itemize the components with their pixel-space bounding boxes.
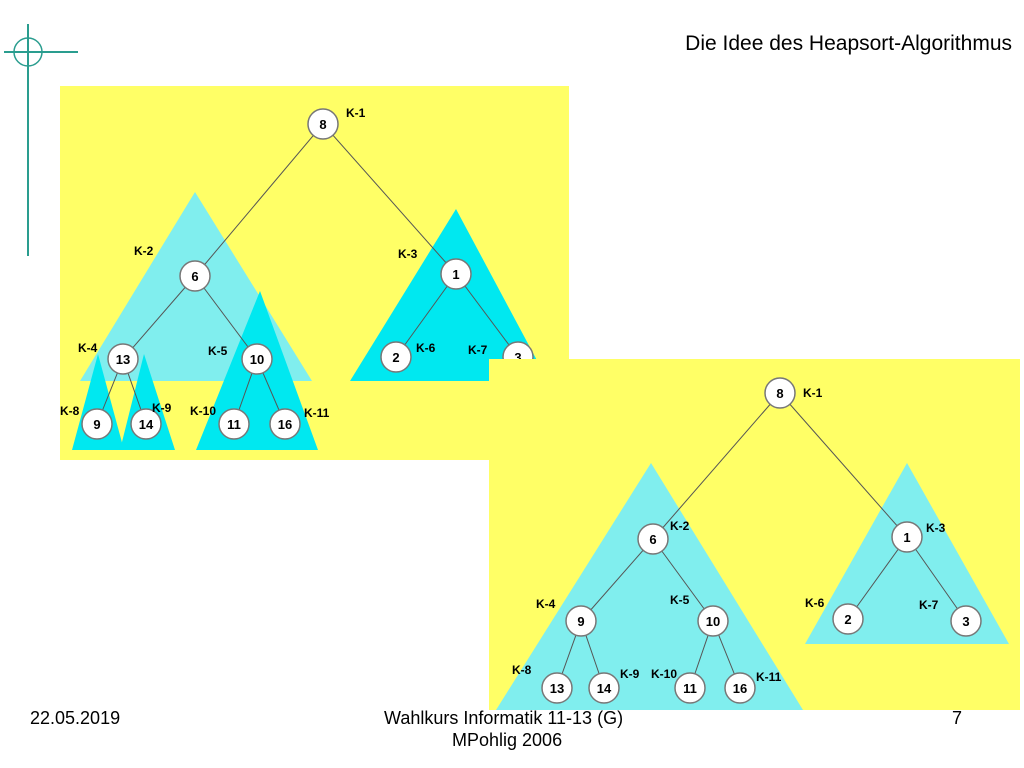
node-key: K-9 [152, 401, 172, 415]
node-value: 2 [392, 350, 399, 365]
node-value: 13 [550, 681, 564, 696]
footer-page-number: 7 [952, 708, 963, 728]
tree-node-k2: 6 K-2 [637, 519, 690, 555]
footer-author: MPohlig 2006 [452, 730, 563, 750]
tree-node-k1: 8 K-1 [764, 377, 823, 409]
node-value: 6 [191, 269, 198, 284]
node-key: K-6 [416, 341, 436, 355]
tree-node-k6: 2 K-6 [805, 596, 864, 635]
node-key: K-3 [398, 247, 418, 261]
node-key: K-4 [536, 597, 556, 611]
tree-node-k9: 14 K-9 [588, 667, 640, 704]
tree-node-k4: 13 K-4 [78, 341, 139, 375]
node-value: 11 [227, 417, 241, 432]
tree-node-k2: 6 K-2 [134, 244, 211, 292]
node-key: K-11 [756, 670, 782, 684]
tree-node-k8: 13 K-8 [512, 663, 573, 704]
node-key: K-9 [620, 667, 640, 681]
node-value: 8 [319, 117, 326, 132]
tree-node-k3: 1 K-3 [891, 521, 946, 553]
node-value: 11 [683, 681, 697, 696]
node-key: K-2 [670, 519, 690, 533]
node-value: 3 [514, 350, 521, 365]
node-key: K-2 [134, 244, 154, 258]
node-value: 10 [250, 352, 264, 367]
node-key: K-10 [651, 667, 677, 681]
node-value: 3 [962, 614, 969, 629]
subtree-k3 [805, 463, 1009, 644]
subtree-k2 [496, 463, 803, 710]
tree-node-k8: 9 K-8 [60, 404, 113, 440]
node-key: K-3 [926, 521, 946, 535]
crosshair-decoration [4, 24, 78, 256]
tree-diagram-after: 8 K-1 6 K-2 1 K-3 9 K-4 10 K-5 [496, 377, 1009, 710]
diagram-panel-after: 8 K-1 6 K-2 1 K-3 9 K-4 10 K-5 [489, 359, 1020, 710]
page-title: Die Idee des Heapsort-Algorithmus [685, 32, 1012, 55]
node-value: 10 [706, 614, 720, 629]
diagram-panel-before: 8 K-1 6 K-2 1 K-3 13 K-4 10 K-5 [60, 86, 569, 460]
node-value: 9 [93, 417, 100, 432]
tree-node-k1: 8 K-1 [307, 106, 366, 140]
tree-node-k11: 16 K-11 [724, 670, 782, 704]
tree-node-k7: 3 K-7 [919, 598, 982, 637]
node-value: 14 [597, 681, 612, 696]
tree-node-k9: 14 K-9 [130, 401, 172, 440]
subtree-k3 [350, 209, 548, 381]
tree-node-k11: 16 K-11 [269, 406, 330, 440]
node-value: 14 [139, 417, 154, 432]
node-key: K-10 [190, 404, 216, 418]
tree-node-k4: 9 K-4 [536, 597, 597, 637]
node-value: 9 [577, 614, 584, 629]
node-value: 1 [452, 267, 459, 282]
node-key: K-7 [468, 343, 488, 357]
node-key: K-7 [919, 598, 939, 612]
node-key: K-1 [803, 386, 823, 400]
node-value: 13 [116, 352, 130, 367]
node-key: K-8 [512, 663, 532, 677]
footer-date: 22.05.2019 [30, 708, 121, 728]
tree-node-k5: 10 K-5 [208, 343, 273, 375]
node-key: K-1 [346, 106, 366, 120]
footer-course: Wahlkurs Informatik 11-13 (G) [384, 708, 624, 728]
node-value: 6 [649, 532, 656, 547]
node-key: K-5 [208, 344, 228, 358]
node-key: K-11 [304, 406, 330, 420]
tree-diagram-before: 8 K-1 6 K-2 1 K-3 13 K-4 10 K-5 [60, 106, 548, 450]
node-key: K-6 [805, 596, 825, 610]
tree-node-k5: 10 K-5 [670, 593, 729, 637]
node-key: K-8 [60, 404, 80, 418]
tree-node-k6: 2 K-6 [380, 341, 436, 373]
node-value: 1 [903, 530, 910, 545]
node-key: K-4 [78, 341, 98, 355]
node-value: 8 [776, 386, 783, 401]
node-value: 16 [278, 417, 292, 432]
tree-node-k10: 11 K-10 [651, 667, 706, 704]
node-key: K-5 [670, 593, 690, 607]
node-value: 2 [844, 612, 851, 627]
tree-node-k3: 1 K-3 [398, 247, 472, 290]
tree-node-k10: 11 K-10 [190, 404, 250, 440]
node-value: 16 [733, 681, 747, 696]
